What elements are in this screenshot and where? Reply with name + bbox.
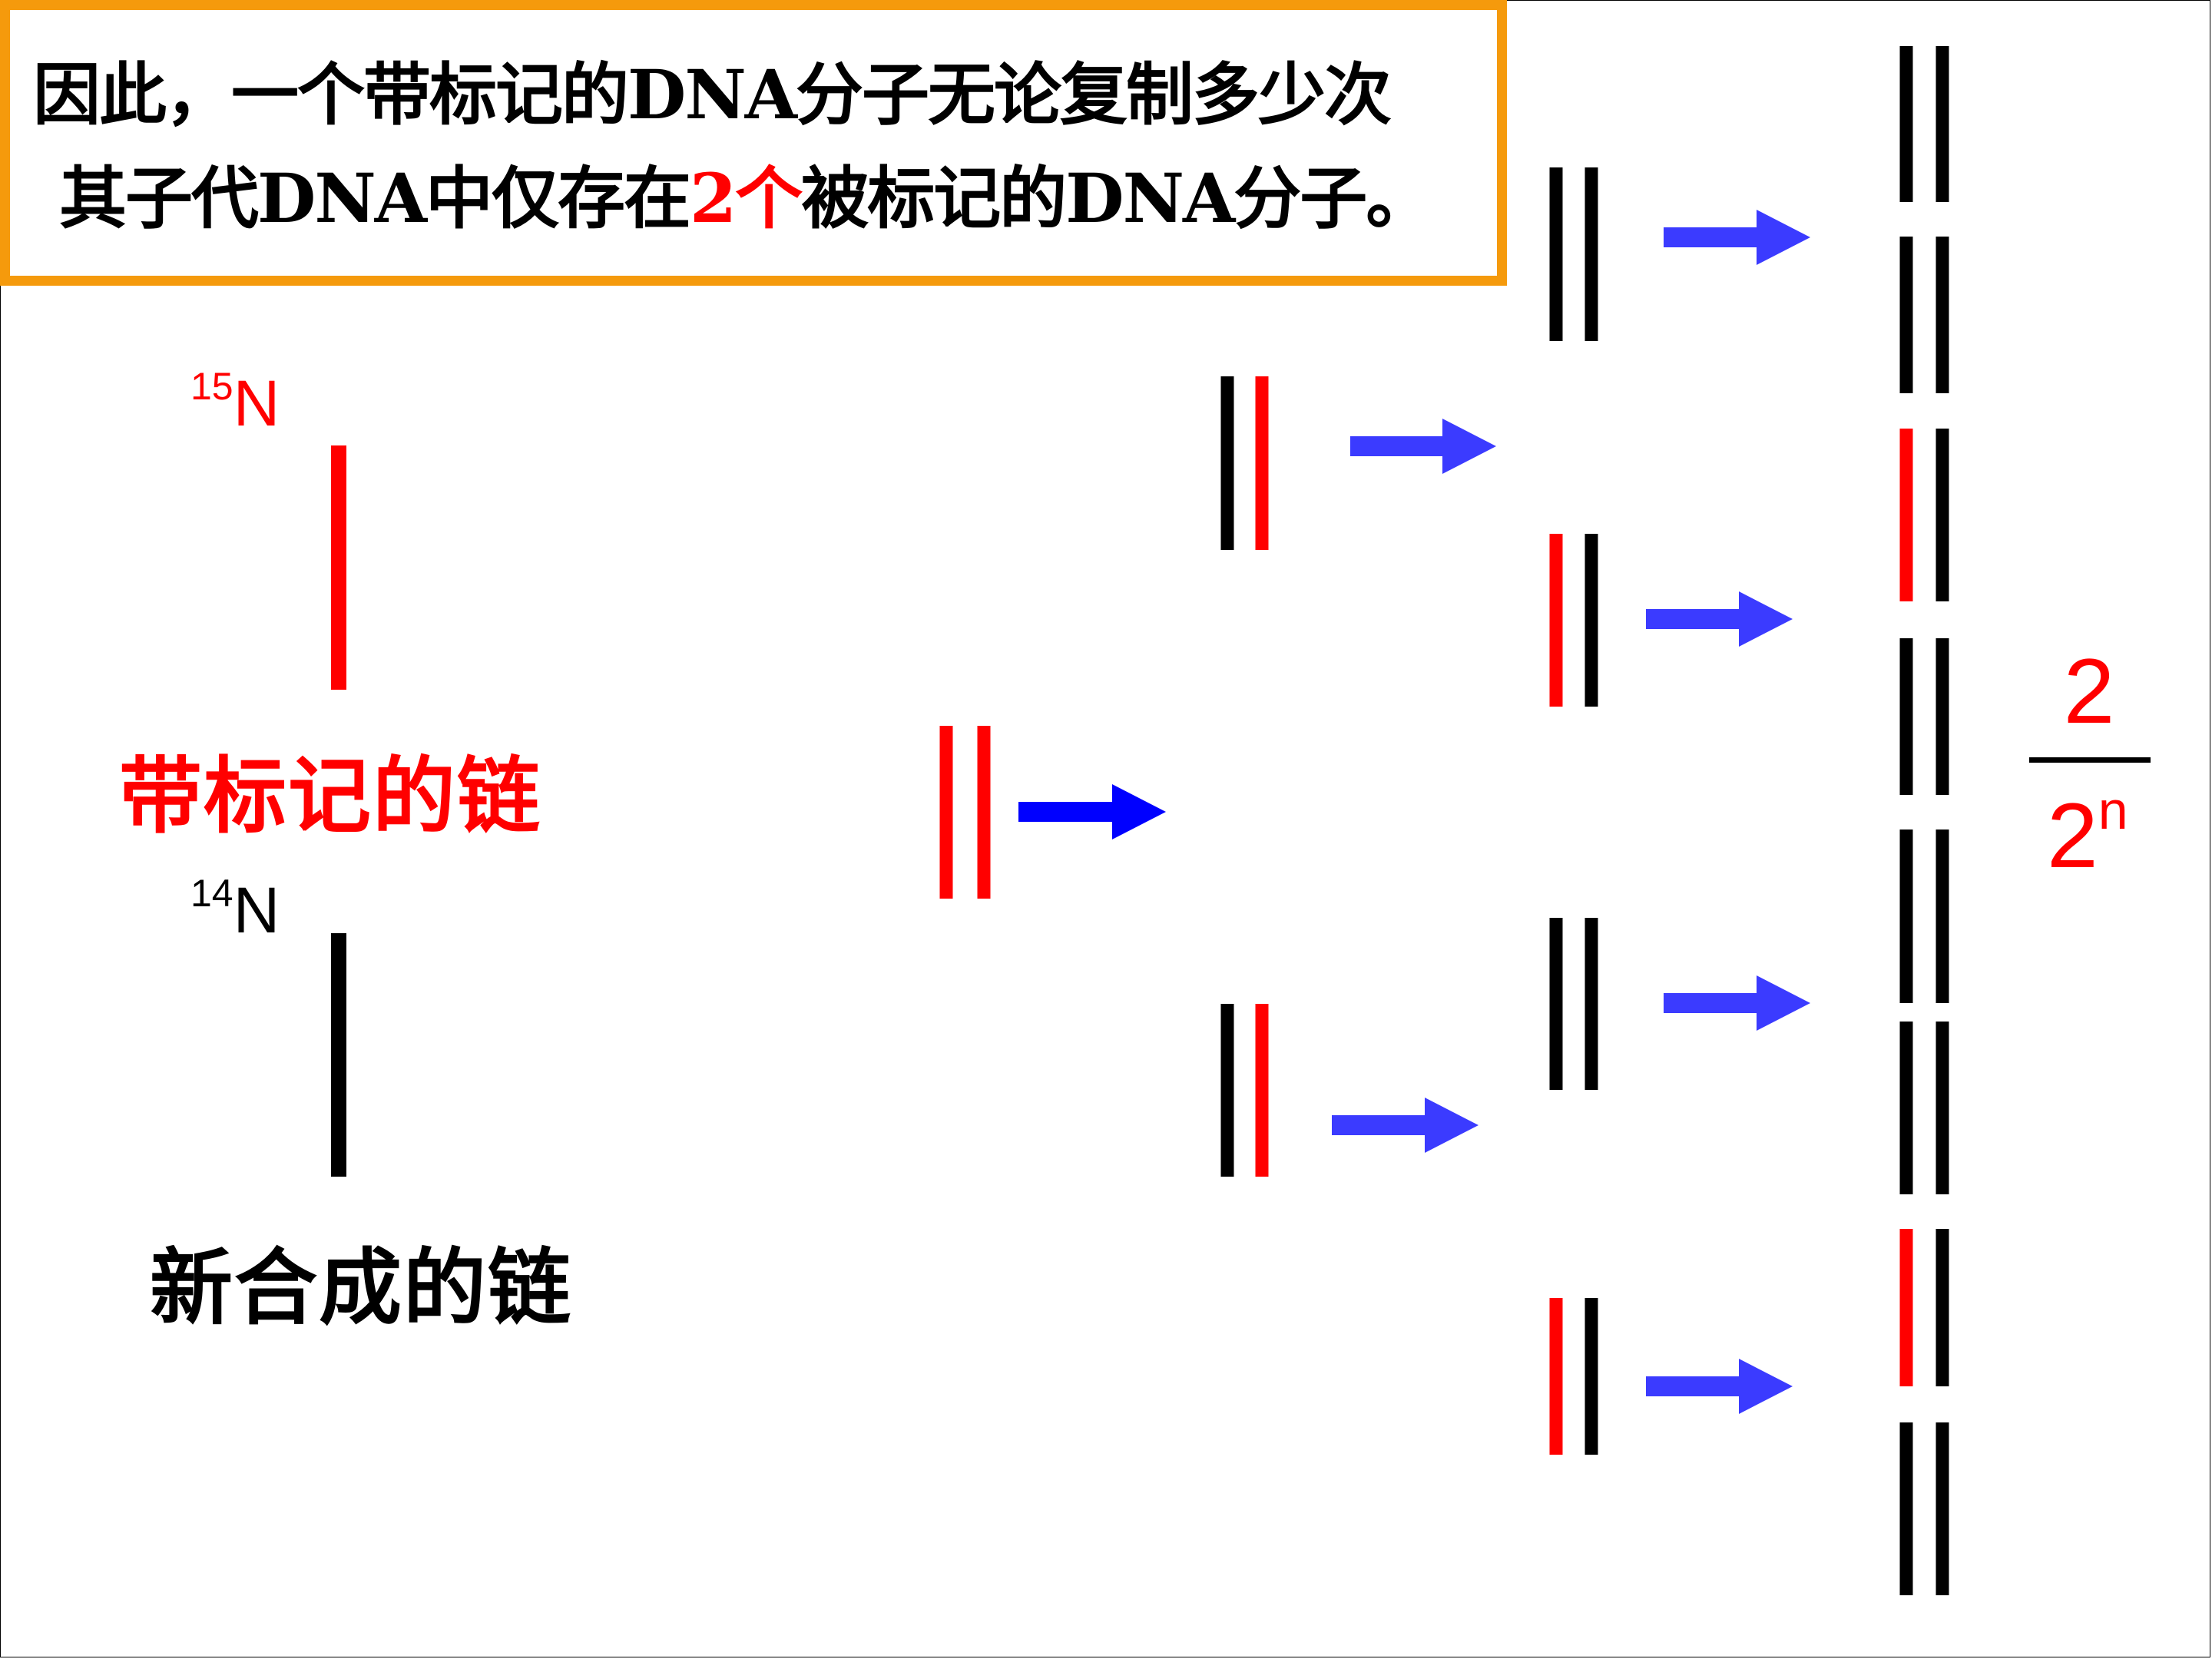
dna-molecule-gen3-8 [1899,1422,1949,1595]
replication-arrow-4 [1664,210,1810,265]
dna-molecule-gen3-4 [1899,638,1949,795]
dna-molecule-gen1-2 [1220,1004,1269,1177]
conclusion-line-2-end: 被标记的DNA分子。 [801,158,1433,238]
replication-arrow-2 [1350,419,1496,474]
dna-molecule-gen3-1 [1899,46,1949,202]
conclusion-line-2-start: 其子代DNA中仅存在 [59,158,691,238]
arrow-shaft [1350,436,1442,456]
fraction-denominator: 2n [2047,783,2128,882]
dna-molecule-gen3-5 [1899,830,1949,1003]
dna-molecule-gen2-3 [1549,918,1598,1090]
dna-molecule-gen2-4 [1549,1298,1598,1455]
dna-molecule-gen2-1 [1549,167,1598,341]
dna-molecule-parent-1 [939,726,991,899]
fraction-denominator-exponent: n [2098,780,2128,840]
arrow-head [1442,419,1496,474]
dna-molecule-gen3-7 [1899,1229,1949,1386]
arrow-shaft [1646,1376,1739,1396]
conclusion-line-2: 其子代DNA中仅存在2个被标记的DNA分子。 [59,156,1518,240]
fraction-numerator: 2 [2063,640,2115,743]
new-isotope-label: 14N [190,874,280,942]
fraction-bar [2029,757,2151,763]
dna-molecule-gen3-6 [1899,1022,1949,1194]
arrow-head [1757,975,1810,1031]
replication-arrow-7 [1646,1359,1793,1414]
arrow-shaft [1664,227,1757,247]
dna-strands [331,46,1949,1595]
conclusion-line-1: 因此，一个带标记的DNA分子无论复制多少次 [33,55,1392,134]
arrow-shaft [1646,609,1739,629]
arrow-shaft [1018,802,1112,822]
labeled-isotope-label: 15N [190,367,280,435]
replication-arrow-3 [1332,1098,1479,1153]
replication-arrow-6 [1664,975,1810,1031]
labeled-isotope-symbol: N [233,367,280,439]
arrow-head [1739,591,1793,647]
dna-molecule-gen2-2 [1549,534,1598,707]
labeled-chain-label: 带标记的链 [119,749,542,845]
arrow-head [1757,210,1810,265]
new-isotope-symbol: N [233,874,280,946]
new-chain-label: 新合成的链 [150,1240,573,1336]
new-isotope-mass: 14 [190,872,233,915]
replication-arrows [1018,210,1810,1414]
conclusion-callout: 因此，一个带标记的DNA分子无论复制多少次 其子代DNA中仅存在2个被标记的DN… [0,0,1507,286]
labeled-fraction: 2 2n [2028,640,2151,882]
arrow-shaft [1664,993,1757,1013]
conclusion-highlight: 2个 [690,158,803,238]
arrow-head [1112,784,1166,839]
arrow-head [1425,1098,1479,1153]
labeled-isotope-mass: 15 [190,365,233,408]
replication-arrow-5 [1646,591,1793,647]
dna-molecule-gen1-1 [1220,376,1269,550]
replication-arrow-1 [1018,784,1166,839]
arrow-head [1739,1359,1793,1414]
arrow-shaft [1332,1115,1425,1135]
dna-molecule-gen3-3 [1899,429,1949,601]
fraction-denominator-base: 2 [2047,784,2098,887]
dna-molecule-gen3-2 [1899,237,1949,393]
